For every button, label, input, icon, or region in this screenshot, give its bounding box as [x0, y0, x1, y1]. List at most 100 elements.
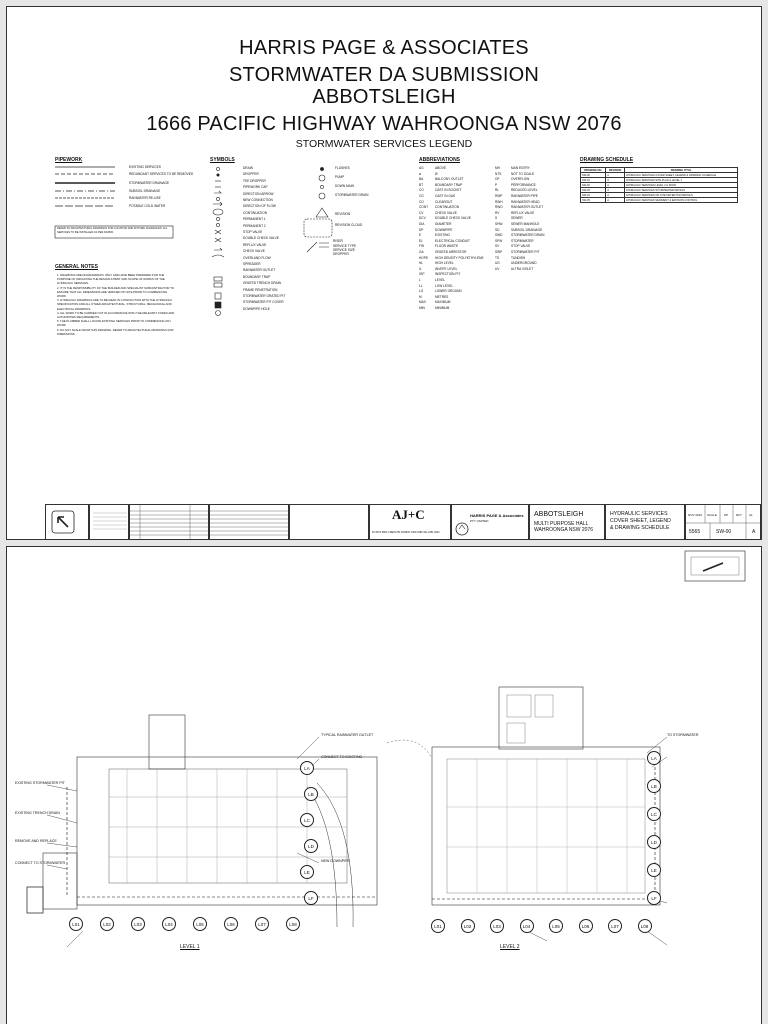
abbreviation-code: P: [495, 182, 498, 187]
abbreviation-meaning: STOP VALVE: [511, 244, 531, 249]
pipework-item-1: EXISTING SERVICES: [129, 165, 161, 169]
grid-bubble: L02: [100, 917, 114, 931]
pipework-item-4: SUBSOIL DRAINAGE: [129, 189, 161, 193]
legend-linework: [54, 166, 333, 316]
symbol-label: REVISION CLOUD: [335, 223, 363, 227]
symbol-label: DOWN MAIN: [335, 184, 354, 188]
general-note-3: 3. HYDRAULIC DRAWINGS ARE TO BE READ IN …: [57, 298, 173, 311]
abbreviation-meaning: LOWER GROUND: [435, 289, 462, 294]
abbreviation-meaning: DIAMETER: [435, 222, 452, 226]
abbreviation-meaning: RAINWATER PIPE: [511, 194, 538, 198]
abbreviation-code: M: [419, 294, 422, 299]
tb-drawing-no: SW-00: [716, 529, 732, 535]
abbreviation-code: AG: [419, 166, 424, 170]
symbol-label: NEW CONNECTION: [243, 198, 273, 202]
general-note-4: 4. ALL WORK TO BE CARRIED OUT IN ACCORDA…: [57, 310, 175, 320]
abbreviation-code: SWP: [495, 250, 503, 254]
project-name: ABBOTSLEIGH: [534, 511, 584, 518]
abbreviation-meaning: INVERT LEVEL: [435, 266, 458, 271]
abbreviation-code: HL: [419, 261, 424, 266]
abbreviation-meaning: REFLUX VALVE: [511, 210, 535, 215]
abbreviation-meaning: MAN ENTRY: [511, 166, 530, 170]
symbol-label: RAINWATER OUTLET: [243, 268, 276, 273]
abbreviation-code: FW: [419, 244, 424, 249]
grid-bubble: L01: [431, 919, 445, 933]
abbreviation-code: LL: [419, 283, 423, 288]
cover-sheet: HARRIS PAGE & ASSOCIATES STORMWATER DA S…: [6, 6, 762, 540]
abbreviation-meaning: DOUBLE CHECK VALVE: [435, 216, 471, 221]
consultant-logo: AJ+C: [392, 507, 425, 522]
grid-bubble: LD: [304, 839, 318, 853]
abbreviation-meaning: RAINWATER OUTLET: [511, 205, 544, 210]
level-1-plan: [26, 714, 378, 928]
abbreviation-meaning: PERFORMANCE: [511, 182, 536, 187]
abbreviation-meaning: TUNDISH: [511, 255, 526, 260]
schedule-cell: HYDRAULIC SERVICES SEDIMENT & EROSION CO…: [623, 197, 739, 203]
abbreviation-code: RWP: [495, 194, 503, 198]
general-note-5: 5. THE PLUMBER SHALL LOCATE EXISTING SER…: [57, 319, 171, 328]
symbol-label: STORMWATER GRATED PIT: [243, 294, 286, 298]
abbreviation-code: RV: [495, 210, 500, 215]
tb-date: NOV 2010: [688, 513, 703, 517]
level-2-label: LEVEL 2: [500, 944, 520, 950]
symbols-heading: SYMBOLS: [210, 157, 235, 163]
abbreviation-code: DIA: [419, 222, 425, 226]
project-block: ABBOTSLEIGH MULTI PURPOSE HALL WAHROONGA…: [529, 504, 605, 539]
abbreviation-code: DCV: [419, 216, 426, 221]
grid-bubble: LB: [304, 787, 318, 801]
abbreviation-code: SD: [495, 227, 500, 232]
abbreviation-meaning: METRES: [435, 294, 449, 299]
symbol-label: GRATED TRENCH DRAIN: [243, 281, 281, 286]
title-line-3: ABBOTSLEIGH: [312, 86, 456, 108]
abbreviation-code: MH: [495, 166, 500, 170]
abbreviation-meaning: EXISTING: [435, 233, 450, 238]
pipework-item-3: STORMWATER DRAINAGE: [129, 181, 170, 185]
grid-bubble: LB: [647, 779, 661, 793]
symbol-label: FLUSHES: [335, 166, 350, 170]
client-sub: PTY LIMITED: [470, 519, 489, 523]
abbreviation-code: L: [419, 278, 421, 282]
grid-bubble: L08: [286, 917, 300, 931]
abbreviation-meaning: FLOOR WASTE: [435, 244, 459, 249]
notes-block: [89, 504, 129, 539]
schedule-cell: SW-05: [579, 197, 607, 203]
project-desc-2: WAHROONGA NSW 2076: [534, 527, 593, 533]
note-right-1: TYPICAL RAINWATER OUTLET: [321, 733, 374, 737]
abbreviation-code: E: [419, 233, 422, 238]
abbreviation-meaning: UNDERGROUND: [511, 261, 537, 266]
symbol-label: DOWNPIPE HOLE: [243, 306, 270, 311]
abbreviation-meaning: SEWER MANHOLE: [511, 222, 540, 226]
abbreviation-meaning: Ø: [435, 171, 438, 176]
abbreviation-code: UV: [495, 266, 500, 271]
abbreviation-meaning: CAST IN SOCKET: [435, 188, 462, 193]
abbreviation-code: CONT: [419, 205, 429, 210]
pipework-note: REFER TO ARCHITECTURAL DRAWINGS FOR LOCA…: [57, 227, 168, 235]
grid-bubble: LF: [304, 891, 318, 905]
consultant-block: AJ+C PO BOX 5800, FRENCHS FOREST NSW 208…: [369, 504, 451, 539]
abbreviation-meaning: ELECTRICAL CONDUIT: [435, 238, 470, 243]
abbreviations-heading: ABBREVIATIONS: [419, 157, 461, 163]
grid-bubble: L04: [162, 917, 176, 931]
drawing-title-3: & DRAWING SCHEDULE: [610, 525, 670, 531]
abbreviation-meaning: CHECK VALVE: [435, 210, 457, 215]
abbreviation-code: CV: [419, 210, 424, 215]
key-plan-icon: [684, 550, 746, 582]
amendment-block-lines: [210, 510, 288, 536]
abbreviation-meaning: BALCONY OUTLET: [435, 177, 464, 182]
general-note-1: 1. DRAWINGS ARE DIAGRAMMATIC ONLY AND HA…: [57, 273, 165, 286]
amendment-block: [209, 504, 289, 539]
grid-bubble: L05: [549, 919, 563, 933]
abbreviation-code: BT: [419, 182, 424, 187]
abbreviation-meaning: NOT TO SCALE: [511, 171, 535, 176]
tb-job-no: 5565: [689, 529, 701, 535]
general-notes-list: 1. DRAWINGS ARE DIAGRAMMATIC ONLY AND HA…: [57, 273, 175, 336]
abbreviation-code: TS: [495, 255, 500, 260]
tb-revision: A: [752, 529, 756, 535]
abbreviation-code: MIN: [419, 306, 425, 310]
grid-bubble: LE: [300, 865, 314, 879]
level-2-plan: [386, 686, 661, 906]
symbol-label: PERMANENT 2: [243, 223, 266, 228]
abbreviation-meaning: LOW LEVEL: [435, 283, 454, 288]
